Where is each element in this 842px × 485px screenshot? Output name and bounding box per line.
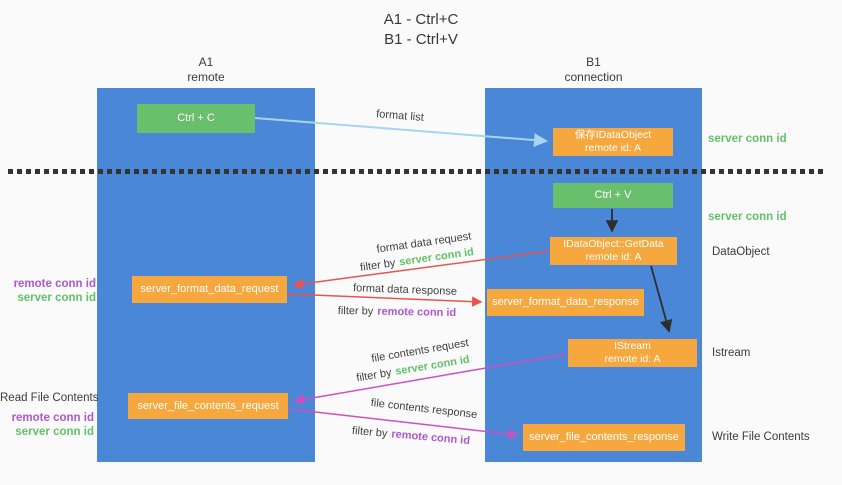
label-file-contents-response: file contents response (370, 396, 478, 422)
annotation-read-file-contents-block: Read File Contents remote conn id server… (0, 391, 99, 439)
column-header-a1: A1 remote (97, 55, 315, 85)
annotation-read-file-contents: Read File Contents (0, 392, 99, 404)
column-b1-role: connection (564, 70, 623, 84)
node-istream-line1: IStream (614, 340, 651, 352)
node-idataobject-getdata: IDataObject::GetData remote id: A (550, 237, 677, 265)
column-header-b1: B1 connection (485, 55, 702, 85)
node-save-idataobject-line1: 保存IDataObject (574, 129, 652, 141)
node-server-format-data-request: server_format_data_request (132, 276, 287, 303)
annotation-write-file-contents: Write File Contents (712, 431, 810, 443)
label-format-list: format list (375, 108, 425, 124)
node-server-file-contents-response-label: server_file_contents_response (529, 431, 679, 443)
annotation-dataobject: DataObject (712, 246, 770, 258)
filter-prefix: filter by (337, 304, 374, 318)
node-idataobject-getdata-line2: remote id: A (585, 251, 642, 263)
annotation-istream: Istream (712, 347, 751, 359)
node-save-idataobject: 保存IDataObject remote id: A (553, 128, 673, 156)
column-b1-name: B1 (586, 55, 601, 69)
node-save-idataobject-line2: remote id: A (584, 142, 642, 154)
annotation-remote-conn-id-upper: remote conn id (13, 278, 96, 290)
title-line-2: B1 - Ctrl+V (384, 31, 458, 48)
node-ctrl-v: Ctrl + V (553, 183, 673, 208)
node-istream: IStream remote id: A (568, 339, 697, 367)
diagram-title: A1 - Ctrl+C B1 - Ctrl+V (0, 10, 842, 50)
title-line-1: A1 - Ctrl+C (383, 11, 459, 28)
node-ctrl-v-label: Ctrl + V (594, 189, 632, 201)
node-server-format-data-response: server_format_data_response (487, 289, 644, 316)
filter-prefix: filter by (359, 257, 397, 274)
annotation-server-conn-id-mid: server conn id (708, 211, 787, 223)
filter-value-remote-conn-id: remote conn id (377, 305, 457, 320)
filter-prefix: filter by (351, 424, 388, 440)
annotation-conn-ids-upper: remote conn id server conn id (2, 277, 96, 305)
label-format-data-response: format data response (352, 282, 458, 298)
column-a1-role: remote (187, 70, 225, 84)
column-a1-name: A1 (198, 55, 214, 69)
filter-value-remote-conn-id: remote conn id (390, 428, 471, 448)
node-ctrl-c: Ctrl + C (137, 104, 255, 133)
filter-prefix: filter by (355, 366, 393, 385)
annotation-remote-conn-id-lower: remote conn id (11, 412, 94, 424)
node-idataobject-getdata-line1: IDataObject::GetData (563, 238, 664, 250)
node-ctrl-c-label: Ctrl + C (177, 112, 215, 124)
node-server-format-data-response-label: server_format_data_response (492, 296, 639, 308)
node-server-file-contents-request: server_file_contents_request (128, 393, 288, 419)
annotation-server-conn-id-upper: server conn id (17, 292, 96, 304)
node-server-file-contents-request-label: server_file_contents_request (137, 399, 279, 412)
node-server-format-data-request-label: server_format_data_request (140, 283, 279, 295)
node-istream-line2: remote id: A (604, 353, 661, 365)
session-separator-dotted-line (8, 169, 826, 174)
annotation-server-conn-id-lower: server conn id (15, 426, 94, 438)
annotation-server-conn-id-top: server conn id (708, 133, 787, 145)
node-server-file-contents-response: server_file_contents_response (523, 424, 685, 451)
